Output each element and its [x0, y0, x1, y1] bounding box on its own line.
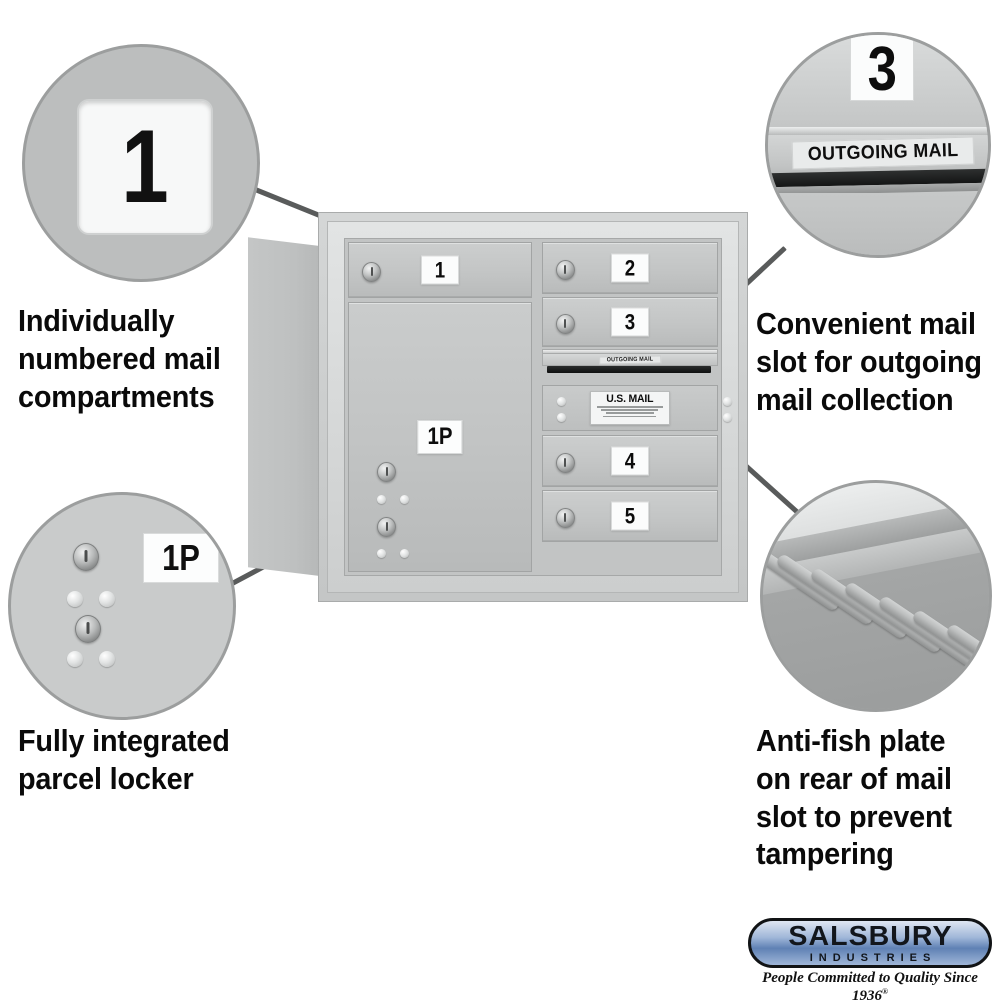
salsbury-logo: SALSBURY INDUSTRIES People Committed to … [748, 918, 992, 1004]
right-column: 2 3 [539, 239, 732, 575]
mail-door-4[interactable]: 4 [541, 435, 718, 487]
lock-icon[interactable] [555, 260, 575, 280]
usps-fineprint [596, 406, 663, 419]
unit-side-body [248, 237, 326, 577]
parcel-lock-upper-icon [73, 543, 99, 571]
rivet [99, 651, 115, 667]
door-number-plate: 5 [610, 501, 649, 531]
parcel-locker-door-1P[interactable]: 1P [348, 302, 532, 572]
outgoing-slot-opening [546, 366, 711, 373]
mailbox-unit: 1 1P [248, 212, 748, 602]
caption-anti-fish-plate: Anti-fish plate on rear of mail slot to … [756, 722, 987, 873]
door-number-1: 1 [434, 257, 446, 283]
door-number-5: 5 [624, 503, 636, 529]
door-number-4: 4 [624, 448, 636, 474]
caption-outgoing-mail-slot: Convenient mail slot for outgoing mail c… [756, 305, 987, 418]
detail-outgoing-mail-text: OUTGOING MAIL [807, 139, 959, 166]
unit-frame-bevel: 1 1P [327, 221, 739, 593]
caption-parcel-locker: Fully integrated parcel locker [18, 722, 251, 798]
rivet [377, 495, 386, 504]
detail-hood-top [768, 127, 988, 135]
outgoing-mail-slot-assembly[interactable]: OUTGOING MAIL [539, 349, 721, 383]
door-number-plate: 3 [610, 307, 649, 337]
mail-door-3[interactable]: 3 [541, 297, 718, 347]
logo-badge: SALSBURY INDUSTRIES [748, 918, 992, 968]
callout-anti-fish-plate [760, 480, 992, 712]
detail-label-1P: 1P [162, 537, 200, 578]
logo-tagline-text: People Committed to Quality Since 1936 [762, 970, 978, 1004]
detail-number-3: 3 [867, 35, 897, 105]
lock-icon[interactable] [555, 314, 575, 334]
rivet [400, 495, 409, 504]
lock-icon[interactable] [362, 262, 381, 282]
rivet [722, 413, 732, 422]
callout-outgoing-mail-slot: 3 OUTGOING MAIL [765, 32, 991, 258]
door-number-plate: 1 [420, 255, 459, 285]
detail-outgoing-mail-label: OUTGOING MAIL [791, 136, 975, 170]
caption-line: parcel locker [18, 760, 194, 796]
usps-mail-label: U.S. MAIL [589, 391, 670, 425]
caption-line: slot for outgoing [756, 343, 982, 379]
unit-frame: 1 1P [318, 212, 748, 602]
parcel-lock-upper-icon[interactable] [377, 462, 396, 482]
door-number-plate: 4 [610, 446, 649, 476]
outgoing-mail-text: OUTGOING MAIL [606, 356, 654, 364]
caption-line: on rear of mail [756, 760, 952, 796]
caption-line: Individually [18, 303, 175, 338]
door-number-plate: 2 [610, 253, 649, 283]
mail-door-2[interactable]: 2 [541, 242, 718, 294]
lock-icon[interactable] [555, 453, 575, 473]
detail-number-plate: 3 [850, 35, 914, 105]
detail-body-lower [768, 193, 988, 255]
unit-face: 1 1P [344, 238, 732, 576]
caption-line: tampering [756, 836, 894, 872]
usps-mail-text: U.S. MAIL [606, 393, 654, 405]
rivet [377, 549, 386, 558]
mail-door-5[interactable]: 5 [541, 490, 718, 542]
mail-door-1[interactable]: 1 [348, 242, 532, 298]
callout-parcel-locker: 1P [8, 492, 236, 720]
registered-mark: ® [882, 987, 888, 996]
caption-line: slot to prevent [756, 798, 952, 834]
caption-line: Anti-fish plate [756, 723, 946, 758]
caption-line: mail collection [756, 381, 954, 417]
outgoing-mail-label: OUTGOING MAIL [598, 355, 661, 365]
lock-icon[interactable] [555, 508, 575, 528]
caption-line: Convenient mail [756, 306, 976, 341]
rivet [556, 397, 566, 406]
caption-line: numbered mail [18, 340, 221, 376]
outgoing-slot-hood: OUTGOING MAIL [541, 353, 718, 366]
parcel-lock-lower-icon[interactable] [377, 517, 396, 537]
callout-numbered-compartments: 1 [22, 44, 260, 282]
detail-number-plate: 1 [77, 99, 213, 235]
rivet [67, 591, 83, 607]
door-number-2: 2 [624, 255, 636, 281]
usps-access-panel[interactable]: U.S. MAIL [541, 385, 732, 431]
rivet [722, 397, 732, 406]
parcel-lock-lower-icon [75, 615, 101, 643]
parcel-label-1P: 1P [427, 423, 453, 450]
caption-line: Fully integrated [18, 723, 230, 758]
rivet [67, 651, 83, 667]
caption-line: compartments [18, 378, 215, 414]
rivet [556, 413, 566, 422]
rivet [400, 549, 409, 558]
door-number-3: 3 [624, 309, 636, 335]
logo-subwordmark: INDUSTRIES [809, 952, 937, 964]
caption-numbered-compartments: Individually numbered mail compartments [18, 302, 251, 415]
parcel-number-plate: 1P [417, 420, 463, 454]
detail-number-1: 1 [121, 109, 169, 225]
logo-wordmark: SALSBURY [787, 920, 953, 951]
detail-parcel-plate: 1P [143, 533, 219, 583]
rivet [99, 591, 115, 607]
left-column: 1 1P [345, 239, 535, 575]
